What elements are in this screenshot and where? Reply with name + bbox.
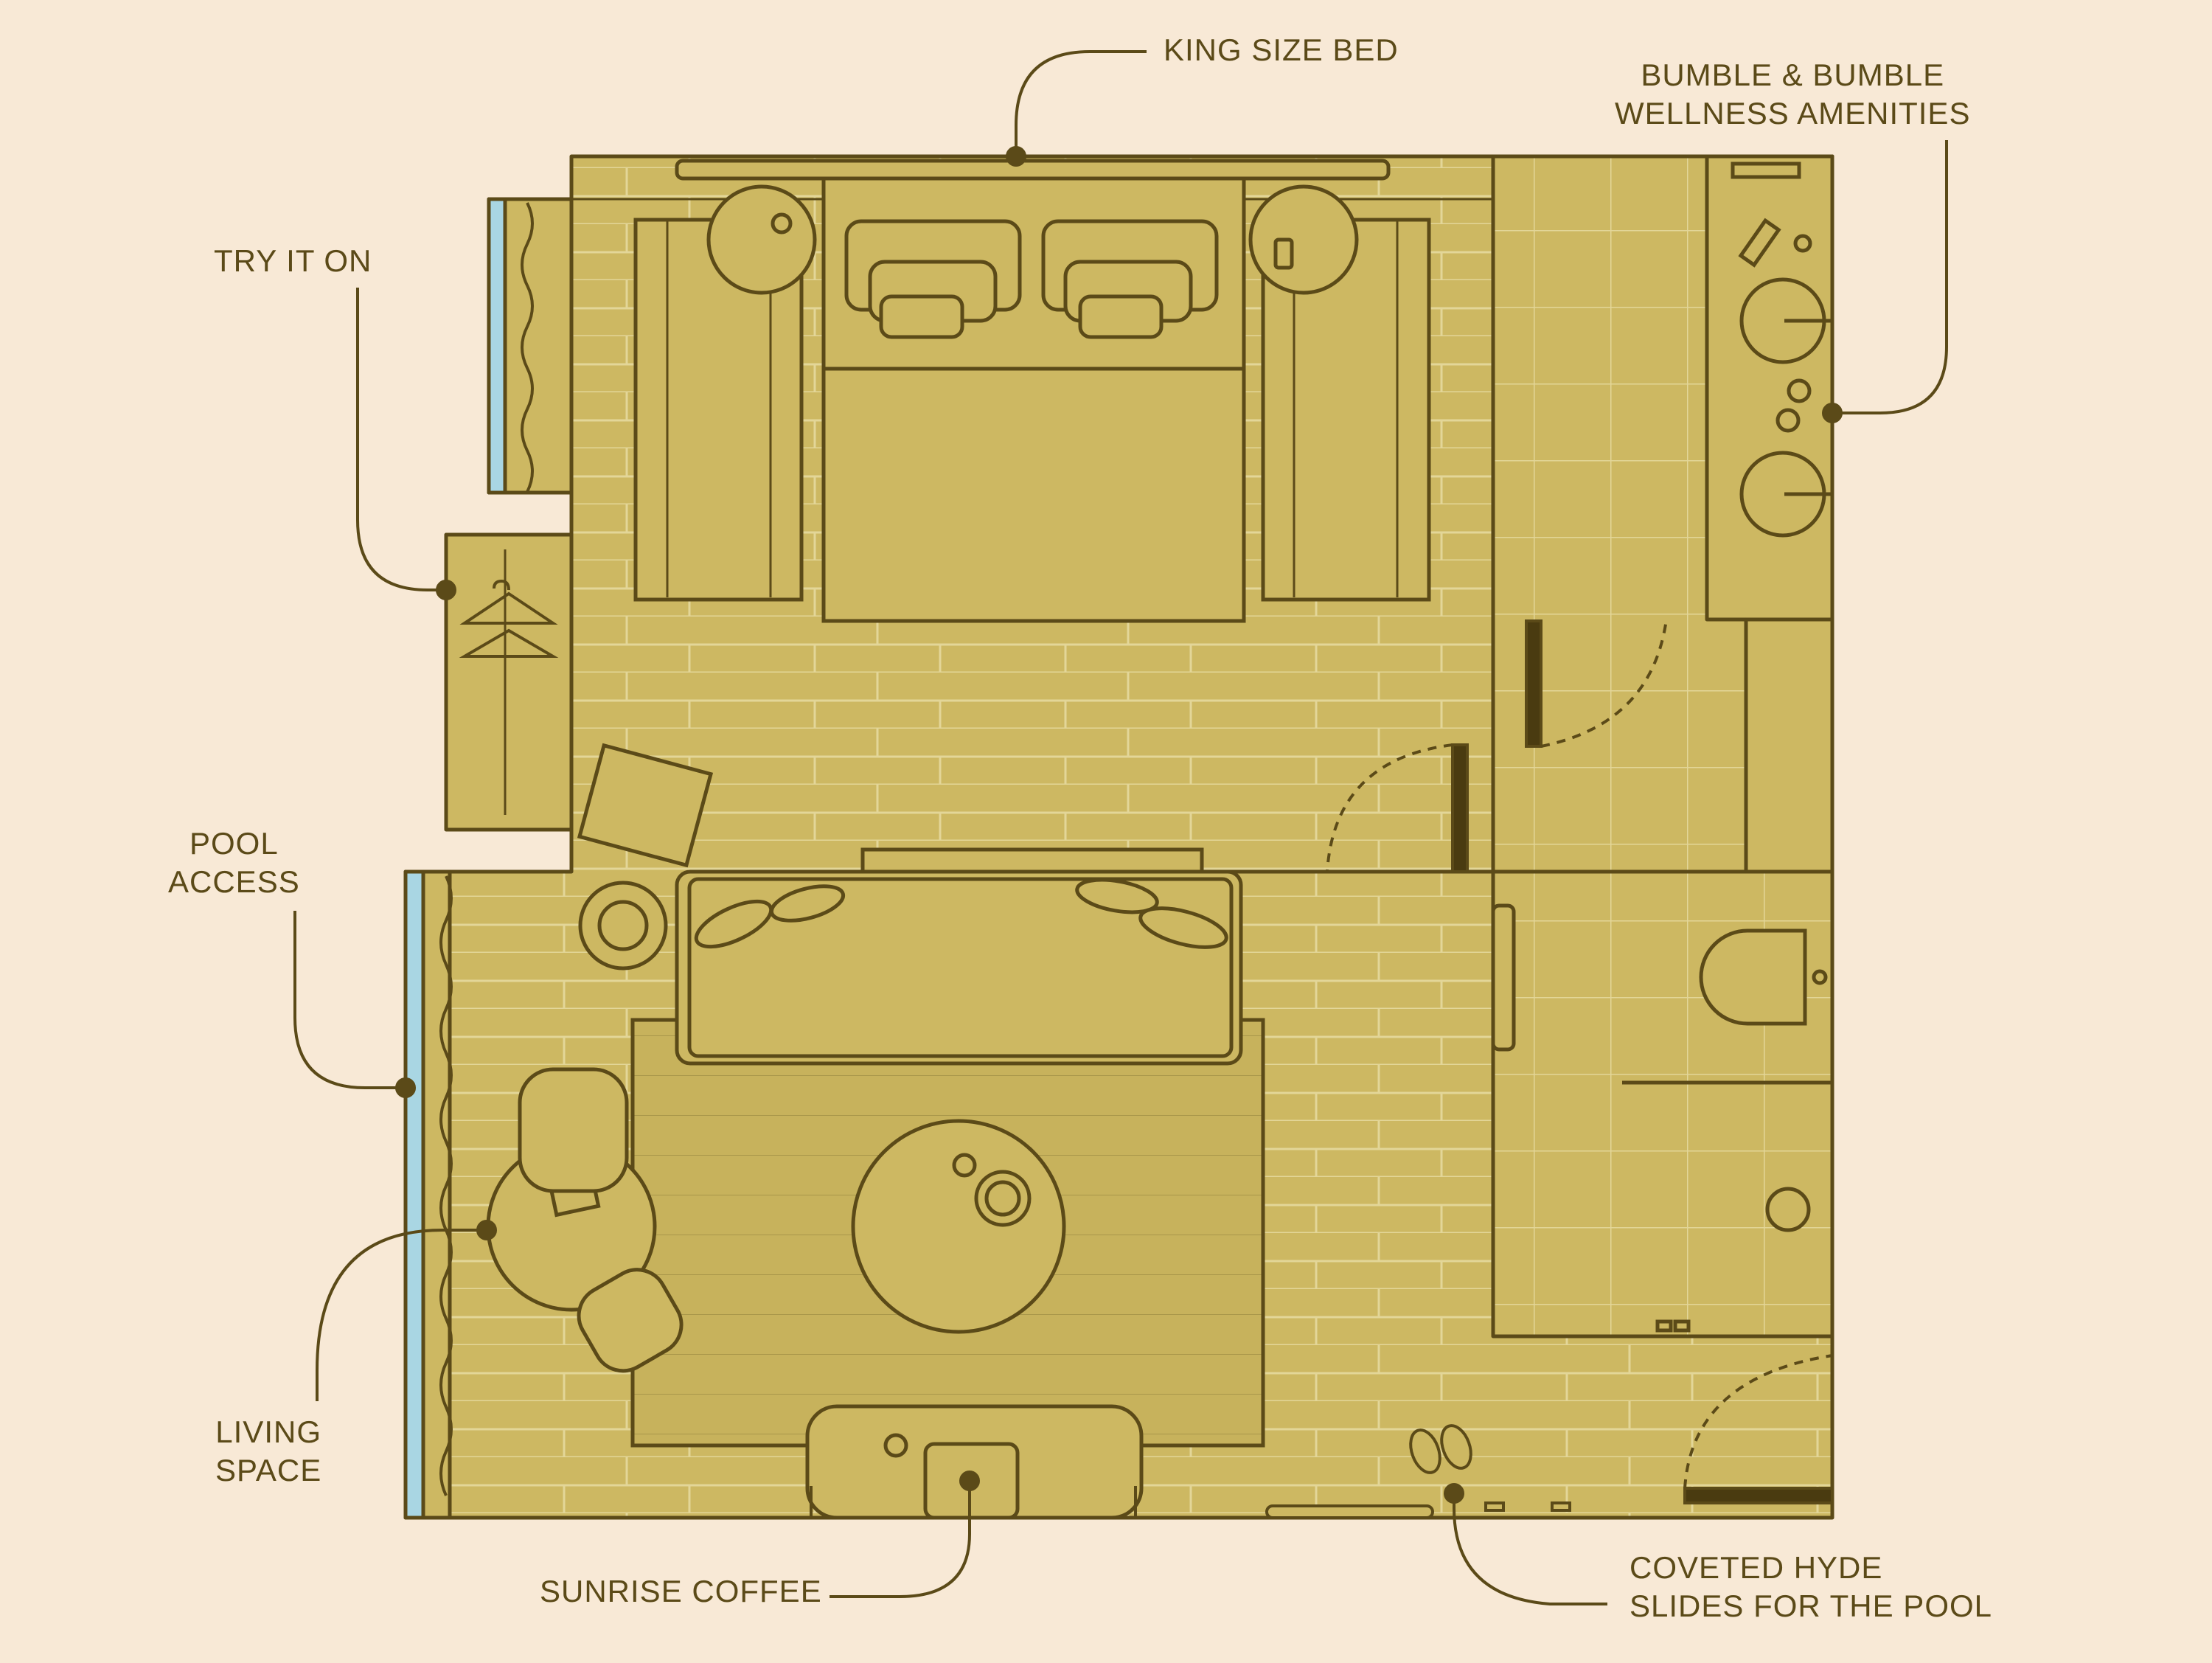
label-sunrise-coffee: SUNRISE COFFEE [540, 1574, 822, 1608]
bedroom-window-glass [487, 197, 507, 495]
label-living-space: LIVING SPACE [215, 1414, 322, 1487]
nightstand-right [1248, 184, 1359, 295]
chair [577, 1268, 684, 1373]
bed-area [577, 176, 1431, 874]
chair [518, 1067, 629, 1193]
label-pool-access: POOL ACCESS [168, 826, 300, 899]
coffee-table [851, 1119, 1066, 1334]
slides-icon [1265, 1424, 1571, 1519]
callout-lines [293, 50, 1948, 1605]
closet-cabinet [1744, 617, 1834, 874]
curtains [439, 202, 534, 1496]
label-king-size-bed: KING SIZE BED [1164, 32, 1399, 67]
label-hyde-slides: COVETED HYDE SLIDES FOR THE POOL [1630, 1550, 1993, 1623]
doors [1326, 619, 1834, 1504]
cushion [1078, 294, 1164, 339]
sofa-back [860, 847, 1204, 874]
wardrobe [444, 532, 574, 832]
cushion [879, 294, 964, 339]
hanger-icon [459, 579, 559, 658]
living-area [486, 869, 1265, 1520]
shower-head [1765, 1187, 1811, 1232]
bathroom [1491, 162, 1832, 1333]
toilet [1699, 928, 1807, 1026]
nightstand-left [706, 184, 817, 295]
label-wellness-amenities: BUMBLE & BUMBLE WELLNESS AMENITIES [1615, 58, 1971, 131]
living-window-glass [403, 869, 425, 1520]
label-try-it-on: TRY IT ON [214, 243, 372, 278]
lounge-chair [577, 743, 714, 868]
